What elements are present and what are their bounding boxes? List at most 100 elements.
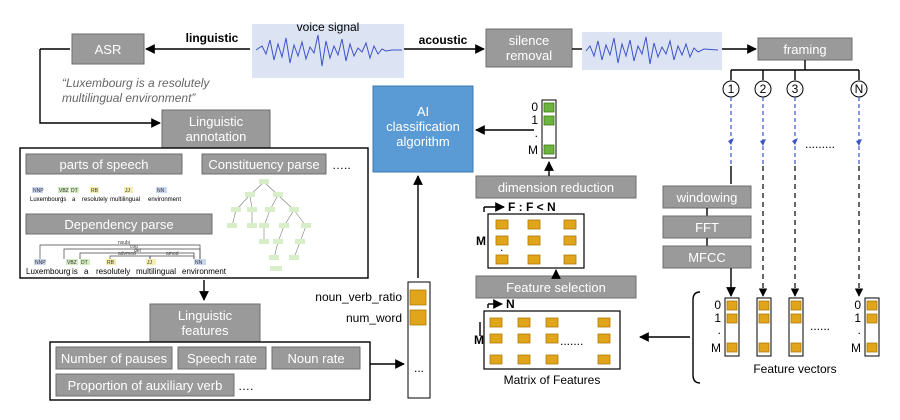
frame-2-badge: 2 (754, 80, 772, 98)
svg-text:advmod: advmod (118, 251, 136, 257)
frame-3-badge: 3 (786, 80, 804, 98)
svg-text:Dependency parse: Dependency parse (64, 217, 173, 232)
svg-text:det: det (134, 248, 142, 254)
svg-text:DT: DT (81, 260, 88, 266)
feature-number-of-pauses: Number of pauses (55, 346, 173, 370)
svg-text:Luxembourg: Luxembourg (30, 197, 63, 203)
svg-text:DT: DT (71, 188, 78, 194)
reduced-matrix: . (487, 213, 585, 269)
svg-text:M: M (711, 341, 721, 355)
svg-text:Number of pauses: Number of pauses (61, 351, 168, 366)
svg-text:environment: environment (182, 267, 227, 276)
feature-selection-box: Feature selection (475, 275, 637, 299)
constituency-parse-box: Constituency parse (201, 153, 327, 175)
feature-vectors-caption: Feature vectors (753, 362, 836, 376)
frame-signal-lines (728, 97, 862, 165)
svg-text:Linguistic: Linguistic (189, 114, 244, 129)
svg-text:Linguistic: Linguistic (178, 308, 233, 323)
svg-text:amod: amod (166, 251, 179, 257)
svg-text:AI: AI (417, 104, 429, 119)
svg-text:silence: silence (509, 33, 549, 48)
svg-text:RB: RB (107, 260, 115, 266)
svg-text:is: is (62, 197, 66, 203)
svg-text:JJ: JJ (147, 260, 153, 266)
mfcc-box: MFCC (662, 245, 752, 269)
dependency-parse-box: Dependency parse (25, 213, 213, 235)
framing-box: framing (757, 37, 853, 61)
svg-text:multilingual: multilingual (136, 267, 176, 276)
svg-text:NNP: NNP (35, 260, 46, 266)
feature-speech-rate: Speech rate (177, 346, 267, 370)
feature-vector-3 (788, 297, 804, 357)
svg-text:Noun rate: Noun rate (287, 351, 344, 366)
svg-text:Speech rate: Speech rate (187, 351, 257, 366)
linguistic-label: linguistic (186, 31, 239, 45)
frame-1-badge: 1 (722, 80, 740, 98)
svg-text:0: 0 (854, 298, 861, 312)
svg-text:JJ: JJ (125, 188, 131, 194)
svg-text:MFCC: MFCC (688, 250, 726, 265)
dependency-tagged-sentence: NNP VBZ DT RB JJ NN Luxembourg is a reso… (26, 259, 227, 276)
svg-text:NN: NN (195, 260, 203, 266)
frame-n-badge: N (850, 80, 868, 98)
features-ellipsis: …. (238, 379, 253, 393)
feature-vector-1: 0 1 . M (711, 297, 740, 357)
svg-text:.: . (858, 323, 861, 337)
matrix-m-label: M (474, 333, 484, 347)
svg-text:annotation: annotation (186, 129, 247, 144)
svg-text:2: 2 (760, 82, 767, 96)
pos-tagged-sentence: NNP VBZ DT RB JJ NN Luxembourg is a reso… (30, 187, 181, 203)
svg-text:classification: classification (386, 119, 460, 134)
svg-text:1: 1 (854, 311, 861, 325)
svg-text:VBZ: VBZ (59, 188, 69, 194)
svg-text:resolutely: resolutely (82, 197, 108, 203)
svg-text:algorithm: algorithm (396, 134, 449, 149)
feature-vectors-dots: ...... (810, 319, 830, 333)
feature-vectors-bracket (692, 291, 701, 384)
svg-text:removal: removal (506, 48, 552, 63)
silence-removal-box: silence removal (485, 28, 573, 68)
svg-text:N: N (855, 82, 864, 96)
svg-text:windowing: windowing (676, 190, 738, 205)
feature-proportion-aux-verb: Proportion of auxiliary verb (55, 373, 235, 397)
vector-label-noun-verb-ratio: noun_verb_ratio (315, 290, 402, 304)
svg-text:M: M (528, 143, 538, 157)
output-vector: 0 1 . M (528, 99, 557, 159)
svg-text:0: 0 (531, 100, 538, 114)
matrix-of-features: ....... (483, 310, 621, 370)
svg-text:1: 1 (714, 311, 721, 325)
svg-text:framing: framing (783, 42, 826, 57)
ai-classification-box: AI classification algorithm (372, 85, 474, 173)
svg-text:.......: ....... (560, 334, 583, 348)
svg-text:0: 0 (714, 298, 721, 312)
feature-vector-n: 0 1 . M (851, 297, 880, 357)
matrix-n-label: N (506, 297, 515, 311)
feature-noun-rate: Noun rate (271, 346, 361, 370)
svg-text:1: 1 (531, 113, 538, 127)
svg-text:Constituency parse: Constituency parse (208, 157, 319, 172)
svg-text:.: . (718, 323, 721, 337)
acoustic-label: acoustic (419, 33, 468, 47)
asr-quote-line-2: multilingual environment” (62, 91, 196, 105)
feature-vector-2 (756, 297, 772, 357)
svg-text:a: a (84, 267, 89, 276)
voice-waveform (255, 34, 402, 67)
svg-text:features: features (182, 323, 229, 338)
svg-text:dimension reduction: dimension reduction (498, 180, 614, 195)
svg-text:RB: RB (91, 188, 99, 194)
svg-text:is: is (72, 267, 78, 276)
voice-signal-label: voice signal (297, 20, 360, 34)
cleaned-waveform (585, 36, 719, 65)
vector-label-num-word: num_word (346, 311, 402, 325)
parts-of-speech-box: parts of speech (25, 153, 183, 175)
linguistic-feature-vector: ... (407, 281, 431, 399)
constituency-ellipsis: ….. (332, 158, 351, 172)
svg-text:ASR: ASR (95, 42, 122, 57)
svg-text:VBZ: VBZ (67, 260, 77, 266)
svg-text:1: 1 (728, 82, 735, 96)
svg-text:a: a (72, 197, 76, 203)
svg-text:nsubj: nsubj (118, 240, 130, 246)
asr-box: ASR (71, 33, 145, 65)
constituency-tree (227, 179, 311, 271)
